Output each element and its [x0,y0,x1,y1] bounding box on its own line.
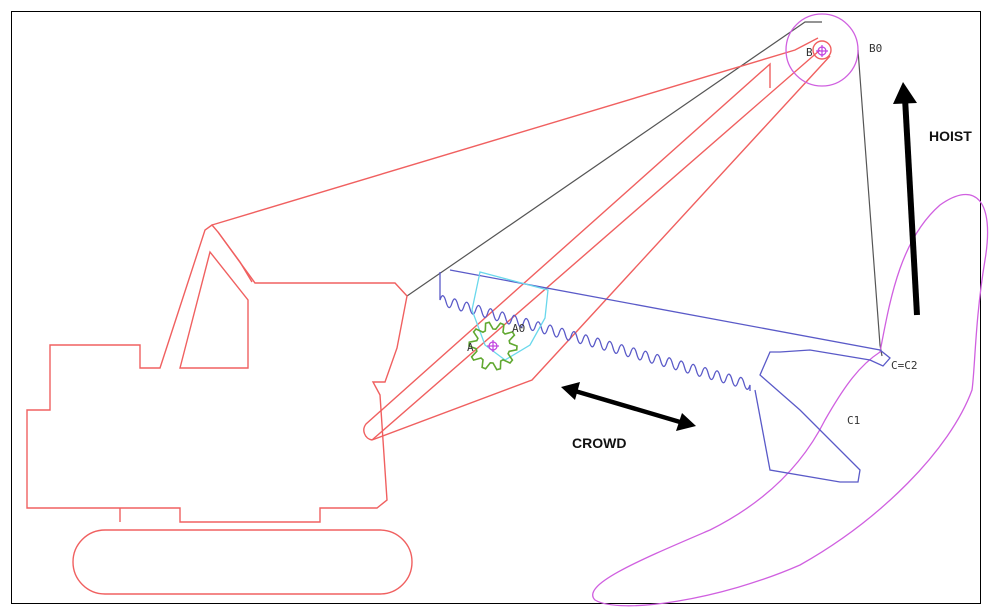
point-c-label: C=C2 [891,359,918,372]
hoist-drum-circle [785,13,859,87]
dipper-stick [439,269,891,483]
crawler-track [72,529,413,595]
point-b-label: B [806,46,813,59]
boom [363,49,821,441]
point-b0-label: B0 [869,42,882,55]
saddle-block [471,271,549,361]
hoist-label: HOIST [929,128,972,144]
point-a-label: A [467,341,474,354]
pin-b [816,45,828,57]
crowd-pinion [468,321,518,371]
bucket-path [592,13,989,607]
pin-a [487,340,499,352]
dipper-trajectory [592,193,989,607]
hoist-rope-to-dipper [857,49,883,357]
crowd-label: CROWD [572,435,626,451]
hoist-arrow-icon [893,82,920,316]
hoist-rope-front [406,21,822,297]
boom-suspension [211,37,819,226]
stick-outline [449,269,891,483]
gantry-line [217,231,253,283]
point-c1-label: C1 [847,414,860,427]
point-a0-label: A0 [512,322,525,335]
rack-teeth [439,272,751,391]
crowd-arrow-icon [561,382,696,431]
boom-lower [371,55,831,441]
machine-body [26,224,408,523]
shovel-machine [26,37,832,595]
cab-window [179,250,249,369]
hoist-rope [406,21,883,357]
boom-point-sheave [812,40,832,60]
pinion-gear [468,321,518,371]
